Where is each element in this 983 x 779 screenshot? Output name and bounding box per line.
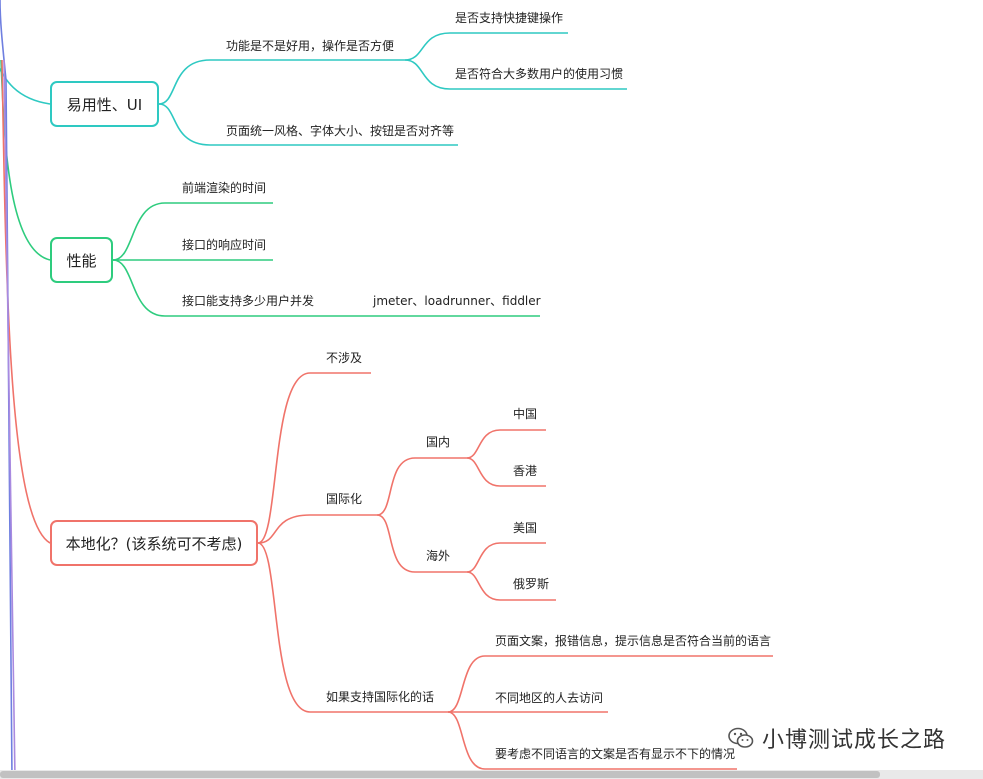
edge-line-usability	[0, 67, 51, 105]
branch-performance-links	[112, 202, 540, 317]
node-localization[interactable]: 本地化？(该系统可不考虑)	[50, 520, 258, 566]
node-performance-label: 性能	[66, 251, 97, 270]
watermark-text: 小博测试成长之路	[762, 728, 947, 753]
edge-line-purple	[3, 59, 16, 779]
node-performance[interactable]: 性能	[50, 237, 113, 283]
topic-user-habits[interactable]: 是否符合大多数用户的使用习惯	[455, 67, 624, 81]
topic-overseas[interactable]: 海外	[426, 549, 451, 563]
topic-region-access[interactable]: 不同地区的人去访问	[495, 691, 604, 705]
watermark: 小博测试成长之路	[728, 723, 946, 753]
node-usability-label: 易用性、UI	[66, 95, 143, 114]
edge-line-localization	[1, 59, 51, 544]
topic-usa[interactable]: 美国	[513, 521, 538, 535]
topic-russia[interactable]: 俄罗斯	[513, 577, 550, 591]
branch-localization-links	[257, 372, 773, 770]
topic-if-i18n[interactable]: 如果支持国际化的话	[326, 690, 435, 704]
topic-text-overflow[interactable]: 要考虑不同语言的文案是否有显示不下的情况	[495, 747, 736, 761]
node-localization-label: 本地化？(该系统可不考虑)	[65, 534, 243, 553]
edge-line-performance	[0, 59, 51, 261]
topic-unified-style[interactable]: 页面统一风格、字体大小、按钮是否对齐等	[226, 124, 455, 138]
topic-load-tools[interactable]: jmeter、loadrunner、fiddler	[373, 294, 541, 308]
branch-usability-links	[158, 32, 627, 146]
scrollbar-thumb[interactable]	[0, 771, 880, 778]
topic-hongkong[interactable]: 香港	[513, 464, 538, 478]
node-usability[interactable]: 易用性、UI	[50, 81, 159, 127]
topic-render-time[interactable]: 前端渲染的时间	[182, 181, 267, 195]
topic-language-match[interactable]: 页面文案，报错信息，提示信息是否符合当前的语言	[495, 634, 772, 648]
horizontal-scrollbar[interactable]	[0, 770, 983, 779]
topic-domestic[interactable]: 国内	[426, 435, 451, 449]
wechat-icon	[728, 727, 754, 748]
topic-response-time[interactable]: 接口的响应时间	[182, 238, 267, 252]
topic-ease-of-use[interactable]: 功能是不是好用，操作是否方便	[226, 39, 395, 53]
topic-not-involved[interactable]: 不涉及	[326, 351, 363, 365]
topic-china[interactable]: 中国	[513, 407, 538, 421]
topic-concurrency[interactable]: 接口能支持多少用户并发	[182, 294, 315, 308]
topic-i18n[interactable]: 国际化	[326, 492, 363, 506]
edge-line-blue	[0, 0, 13, 779]
topic-shortcut-keys[interactable]: 是否支持快捷键操作	[455, 11, 564, 25]
